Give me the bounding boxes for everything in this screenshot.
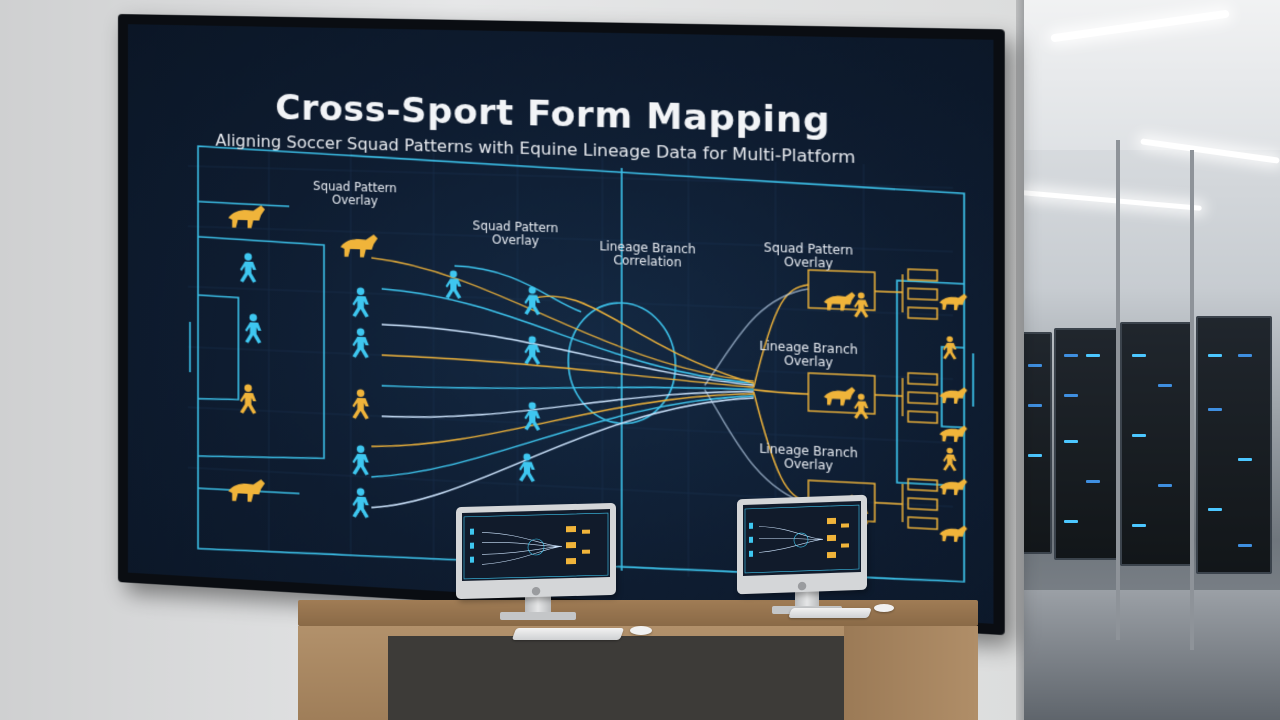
monitor-left: ●: [456, 502, 616, 600]
horse-icon: [939, 292, 968, 311]
glass-mullion: [1190, 150, 1194, 650]
horse-icon: [939, 386, 968, 405]
player-icon: [943, 335, 957, 360]
keyboard[interactable]: [788, 608, 872, 618]
label-squad-overlay-right: Squad Pattern Overlay: [763, 240, 854, 271]
horse-icon: [340, 233, 378, 258]
horse-icon: [228, 477, 265, 503]
server-rack: [1120, 322, 1194, 566]
monitor-right-screen: [743, 500, 861, 577]
horse-icon: [939, 477, 968, 496]
desk-leg: [844, 626, 978, 720]
horse-icon: [228, 204, 265, 229]
player-icon: [524, 401, 541, 431]
player-icon: [853, 292, 869, 318]
label-lineage-correlation: Lineage Branch Correlation: [599, 238, 696, 270]
player-icon: [352, 444, 369, 476]
label-lineage-overlay-2: Lineage Branch Overlay: [759, 441, 858, 474]
label-lineage-overlay-1: Lineage Branch Overlay: [759, 338, 858, 370]
monitor-foot: [500, 612, 576, 620]
server-rack: [1022, 332, 1052, 554]
mini-diagram: [463, 512, 609, 580]
glass-mullion: [1116, 140, 1120, 640]
wall-edge: [1016, 0, 1024, 720]
player-icon: [445, 270, 462, 299]
desk-cavity: [388, 636, 844, 720]
apple-logo-icon: ●: [797, 578, 807, 593]
keyboard[interactable]: [511, 628, 625, 640]
player-icon: [853, 393, 869, 420]
horse-icon: [939, 524, 968, 543]
player-icon: [352, 388, 369, 420]
server-rack: [1196, 316, 1272, 574]
label-squad-overlay-2: Squad Pattern Overlay: [472, 218, 559, 249]
label-squad-overlay-1: Squad Pattern Overlay: [313, 178, 397, 209]
player-icon: [245, 313, 262, 344]
horse-icon: [823, 291, 856, 312]
horse-icon: [823, 385, 856, 407]
corridor-floor: [1022, 590, 1280, 720]
server-rack: [1054, 328, 1118, 560]
mouse[interactable]: [874, 604, 894, 612]
player-icon: [352, 287, 369, 318]
mouse[interactable]: [630, 626, 652, 635]
player-icon: [240, 383, 257, 415]
player-icon: [524, 286, 541, 316]
player-icon: [524, 335, 541, 365]
apple-logo-icon: ●: [531, 583, 541, 598]
player-icon: [352, 327, 369, 359]
desk-top: [298, 600, 978, 626]
mini-diagram: [744, 504, 860, 574]
player-icon: [240, 252, 257, 283]
monitor-right: ●: [737, 494, 867, 595]
monitor-left-screen: [462, 509, 610, 581]
player-icon: [943, 447, 957, 472]
player-icon: [352, 487, 369, 519]
